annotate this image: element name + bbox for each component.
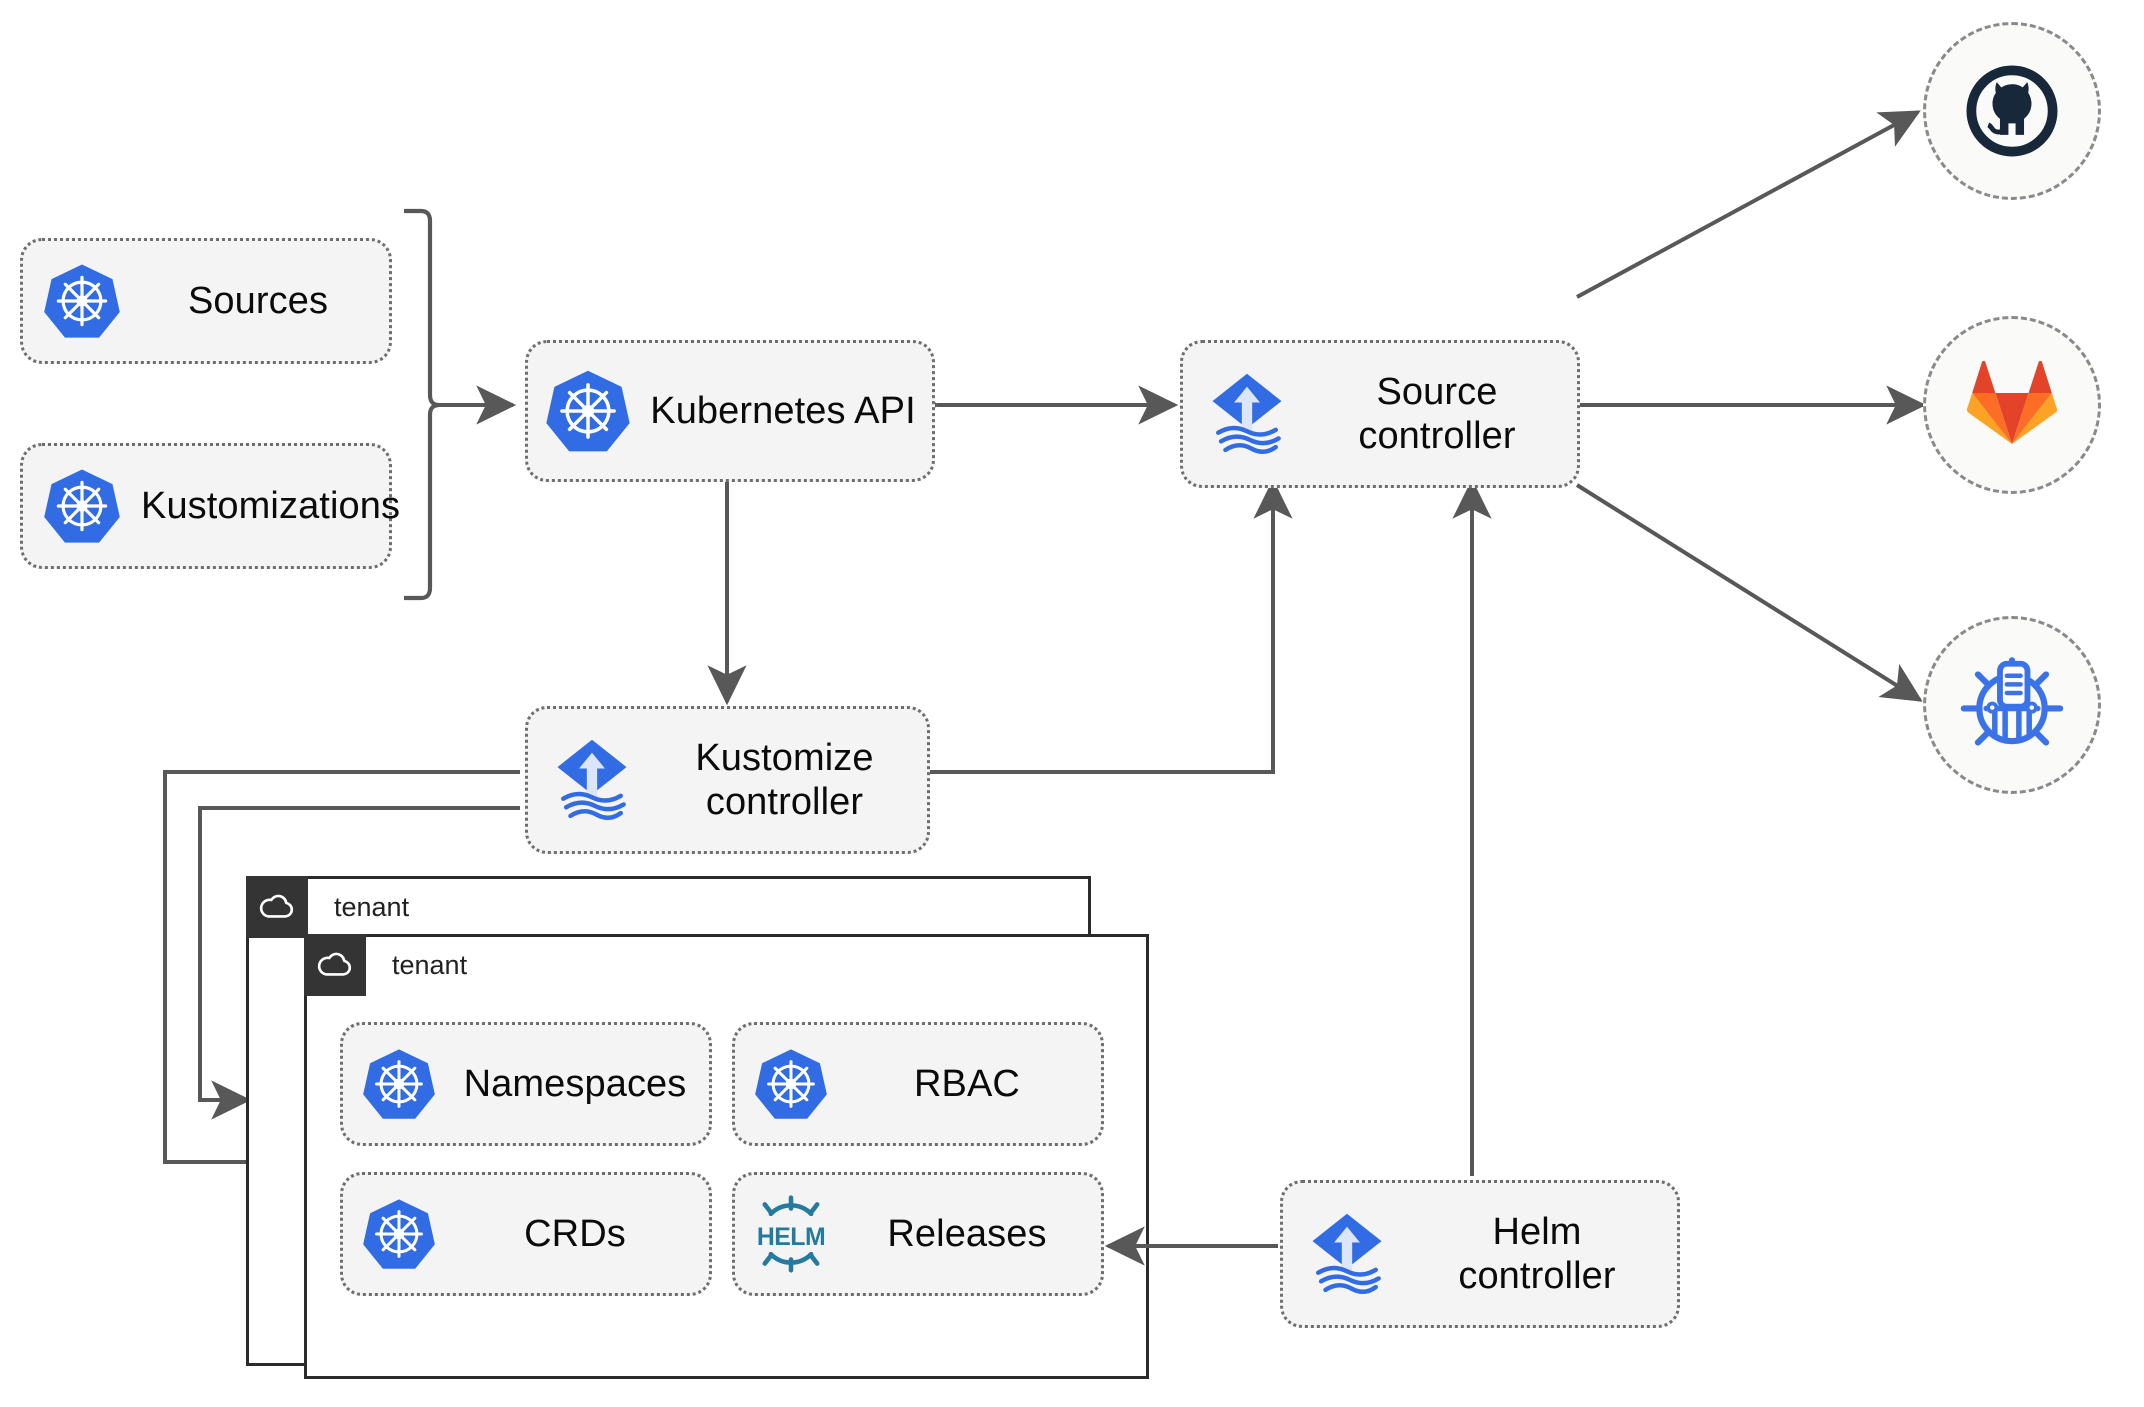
source-controller-label: Source controller (1311, 370, 1577, 458)
resource-card-label: Sources (187, 279, 329, 322)
kustomize-controller-card[interactable]: Kustomize controller (525, 706, 930, 854)
resource-card-label: Kustomizations (141, 484, 401, 527)
provider-chartmuseum[interactable] (1923, 616, 2101, 794)
kubernetes-icon (528, 368, 648, 454)
kubernetes-icon (23, 262, 141, 340)
flux-icon (1183, 368, 1311, 460)
source-controller-card[interactable]: Source controller (1180, 340, 1580, 488)
provider-github[interactable] (1923, 22, 2101, 200)
resource-card-kustomizations[interactable]: Kustomizations (20, 443, 400, 569)
tenant-resource-releases[interactable]: HELM Releases (732, 1172, 1104, 1296)
tenant-resource-crds[interactable]: CRDs (340, 1172, 712, 1296)
flux-icon (528, 734, 656, 826)
tenant-resource-rbac[interactable]: RBAC (732, 1022, 1104, 1146)
controller-line-2: controller (1358, 415, 1516, 457)
cluster-tab: tenant (246, 876, 409, 938)
github-icon (1966, 65, 2058, 157)
wire-source-to-chartmuseum (1575, 483, 1923, 702)
tenant-resource-label: RBAC (914, 1062, 1020, 1105)
tenant-resource-label: CRDs (524, 1212, 626, 1255)
wire-source-to-github (1576, 110, 1921, 299)
cluster-tab: tenant (304, 934, 467, 996)
helm-controller-label: Helm controller (1411, 1210, 1677, 1298)
kubernetes-icon (735, 1047, 847, 1121)
controller-line-2: controller (705, 781, 864, 823)
gitlab-icon (1966, 360, 2058, 444)
kubernetes-icon (23, 467, 141, 545)
tenant-resource-label: Namespaces (463, 1062, 687, 1105)
chartmuseum-icon (1960, 657, 2064, 746)
kubernetes-icon (343, 1197, 455, 1271)
svg-text:HELM: HELM (757, 1224, 825, 1251)
provider-gitlab[interactable] (1923, 316, 2101, 494)
tenant-resource-label: Releases (887, 1212, 1047, 1255)
kustomize-controller-label: Kustomize controller (656, 736, 927, 824)
controller-line-1: Helm (1492, 1210, 1582, 1253)
kubernetes-api-label: Kubernetes API (650, 389, 916, 432)
helm-controller-card[interactable]: Helm controller (1280, 1180, 1680, 1328)
resource-card-sources[interactable]: Sources (20, 238, 392, 364)
kubernetes-api-card[interactable]: Kubernetes API (525, 340, 935, 482)
cluster-tenant-front[interactable]: tenant (304, 934, 1149, 1379)
cloud-icon (246, 876, 308, 938)
cluster-label: tenant (392, 949, 468, 980)
helm-icon: HELM (735, 1191, 847, 1277)
flux-icon (1283, 1208, 1411, 1300)
controller-line-1: Kustomize (695, 736, 874, 779)
cluster-label: tenant (334, 891, 410, 922)
controller-line-2: controller (1458, 1255, 1616, 1297)
kubernetes-icon (343, 1047, 455, 1121)
cloud-icon (304, 934, 366, 996)
controller-line-1: Source (1376, 370, 1498, 413)
wire-kustomize-to-source-controller (930, 478, 1293, 774)
tenant-resource-namespaces[interactable]: Namespaces (340, 1022, 712, 1146)
bracket-sources-group (404, 208, 440, 601)
